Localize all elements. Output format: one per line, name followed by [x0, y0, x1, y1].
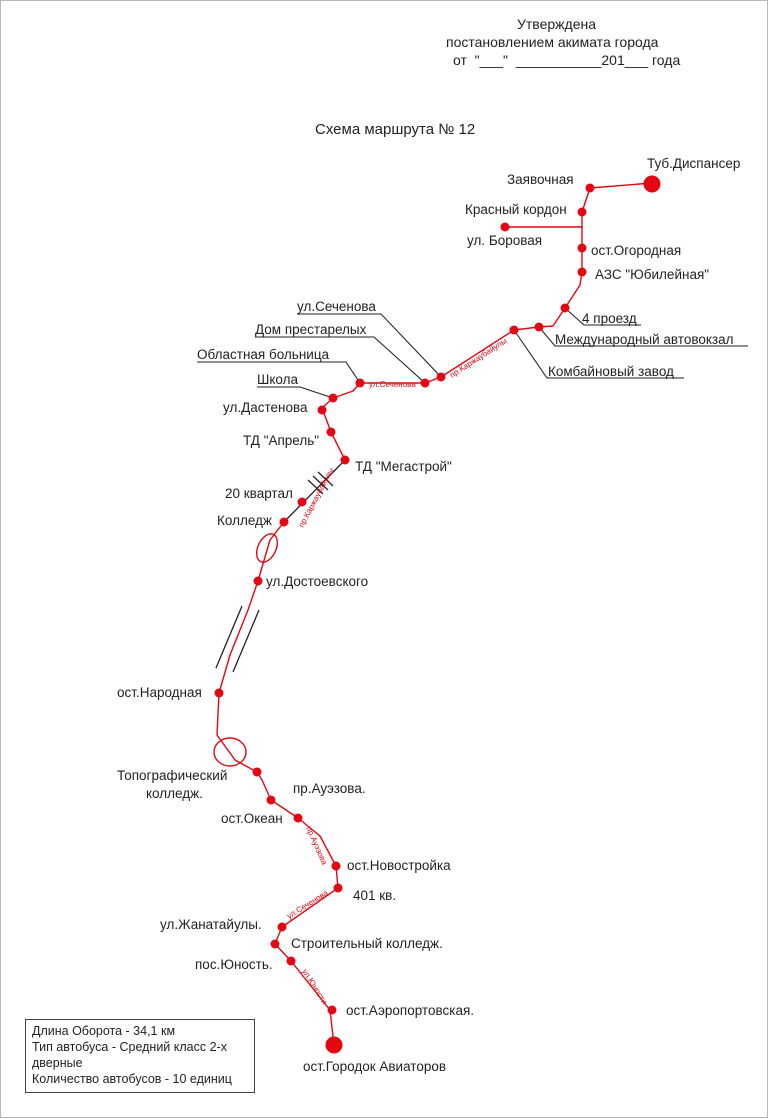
stop-marker-pr-auezova [266, 795, 276, 805]
label-tub-dispenser: Туб.Диспансер [647, 156, 740, 171]
stop-marker-dom-prestarelykh [420, 378, 430, 388]
label-dostoevskogo: ул.Достоевского [266, 574, 368, 589]
stop-marker-dastenova [317, 405, 327, 415]
stop-labels: Туб.Диспансер Заявочная Красный кордон у… [117, 156, 740, 1074]
stop-marker-4-proezd [560, 303, 570, 313]
stop-marker-azs [577, 267, 587, 277]
approval-header-line-3: от "___" ___________201___ года [453, 52, 681, 68]
label-20-kvartal: 20 квартал [225, 486, 293, 501]
stop-marker-kolledzh [279, 517, 289, 527]
route-info-box: Длина Оборота - 34,1 км Тип автобуса - С… [25, 1019, 255, 1093]
label-stroitelny: Строительный колледж. [291, 936, 443, 951]
black-road-segments [215, 459, 346, 673]
label-401: 401 кв. [353, 888, 396, 903]
stop-marker-gorodok-aviatorov [325, 1036, 343, 1054]
info-length: Длина Оборота - 34,1 км [32, 1024, 176, 1038]
label-td-aprel: ТД "Апрель" [243, 433, 319, 448]
stop-marker-stroitelny [270, 939, 280, 949]
stop-marker-novostroika [331, 861, 341, 871]
approval-header-line-2: постановлением акимата города [446, 34, 659, 50]
label-pr-auezova: пр.Ауэзова. [293, 781, 366, 796]
street-label-sechenova-2: ул.Сеченова [285, 888, 330, 921]
label-shkola: Школа [257, 372, 299, 387]
stop-marker-shkola [328, 393, 338, 403]
stop-markers [214, 175, 661, 1054]
label-leader-lines [197, 307, 748, 399]
stop-marker-krasny-kordon [577, 207, 587, 217]
label-yunost: пос.Юность. [195, 957, 273, 972]
stop-marker-zhanataiuly [277, 922, 287, 932]
approval-header-line-1: Утверждена [517, 16, 596, 32]
stop-marker-ul-borovaya [500, 222, 510, 232]
label-td-megastroi: ТД "Мегастрой" [355, 459, 452, 474]
label-dastenova: ул.Дастенова [223, 400, 308, 415]
label-kombainovy: Комбайновый завод [548, 364, 674, 379]
label-okean: ост.Океан [221, 811, 283, 826]
label-ul-borovaya: ул. Боровая [467, 233, 542, 248]
stop-marker-okean [293, 813, 303, 823]
label-4-proezd: 4 проезд [582, 311, 637, 326]
label-topograficheskiy-1: Топографический [117, 768, 227, 783]
stop-marker-td-megastroi [340, 455, 350, 465]
label-avtovokzal: Международный автовокзал [555, 332, 734, 347]
label-gorodok-aviatorov: ост.Городок Авиаторов [303, 1059, 446, 1074]
label-krasny-kordon: Красный кордон [465, 202, 567, 217]
stop-marker-401 [333, 883, 343, 893]
label-azs: АЗС "Юбилейная" [595, 267, 709, 282]
info-bus-count: Количество автобусов - 10 единиц [32, 1072, 232, 1086]
street-label-sechenova-small: ул.Сеченова [369, 380, 416, 389]
stop-marker-ogorodnaya [577, 243, 587, 253]
street-label-yunosti: ул.Юности [300, 967, 329, 1006]
stop-marker-aeroportovskaya [327, 1005, 337, 1015]
stop-marker-yunost [286, 956, 296, 966]
stop-marker-topograficheskiy [252, 767, 262, 777]
stop-marker-kombainovy [509, 325, 519, 335]
stop-marker-20-kvartal [297, 497, 307, 507]
label-sechenova: ул.Сеченова [297, 299, 376, 314]
stop-marker-bolnitsa [355, 378, 365, 388]
stop-marker-sechenova [436, 372, 446, 382]
stop-marker-tub-dispenser [643, 175, 661, 193]
info-bus-type: Тип автобуса - Средний класс 2-х дверные [32, 1040, 227, 1070]
stop-marker-narodnaya [214, 688, 224, 698]
label-bolnitsa: Областная больница [197, 347, 330, 362]
label-kolledzh: Колледж [217, 513, 272, 528]
label-zayavochnaya: Заявочная [507, 172, 574, 187]
stop-marker-zayavochnaya [585, 183, 595, 193]
label-aeroportovskaya: ост.Аэропортовская. [346, 1003, 474, 1018]
label-zhanataiuly: ул.Жанатайулы. [160, 917, 262, 932]
label-narodnaya: ост.Народная [117, 685, 202, 700]
diagram-title: Схема маршрута № 12 [315, 121, 476, 138]
stop-marker-avtovokzal [534, 322, 544, 332]
label-dom-prestarelykh: Дом престарелых [255, 322, 367, 337]
stop-marker-dostoevskogo [253, 576, 263, 586]
label-topograficheskiy-2: колледж. [146, 786, 203, 801]
stop-marker-td-aprel [326, 427, 336, 437]
label-novostroika: ост.Новостройка [347, 858, 451, 873]
street-label-karzhaubaiuly-1: пр.Каржаубайулы [448, 336, 508, 380]
label-ogorodnaya: ост.Огородная [591, 243, 681, 258]
